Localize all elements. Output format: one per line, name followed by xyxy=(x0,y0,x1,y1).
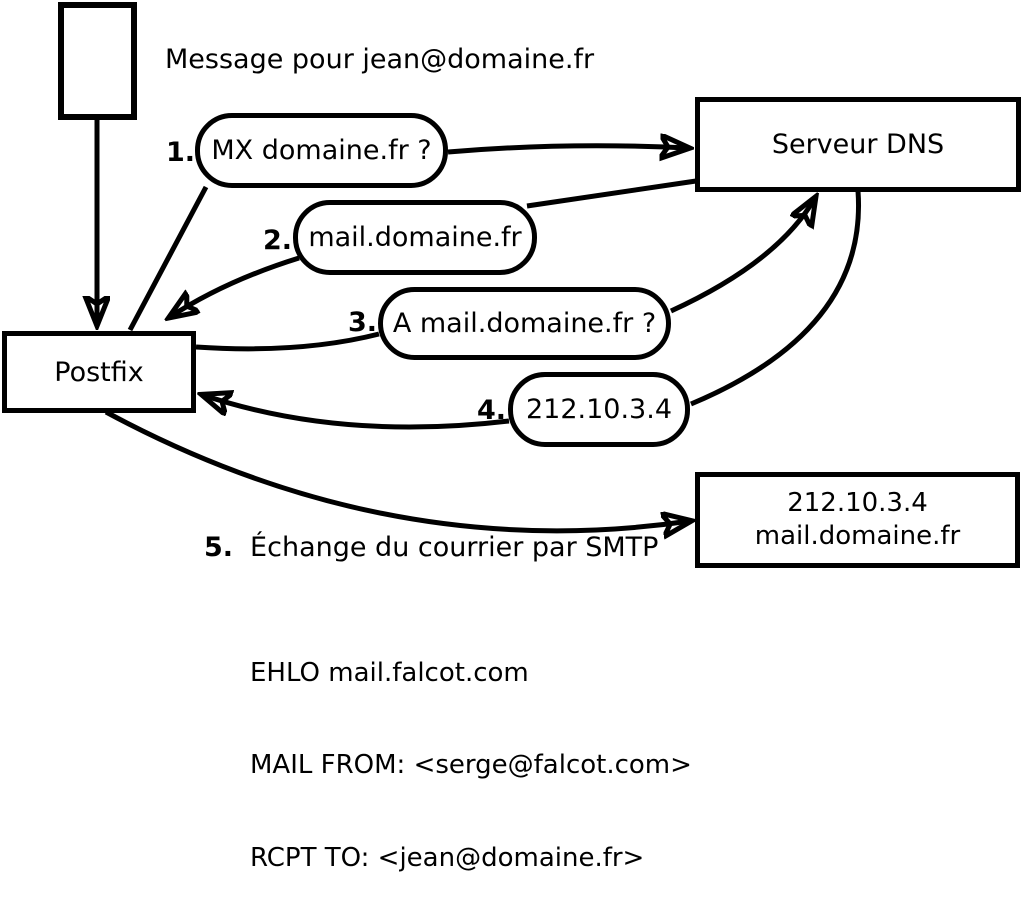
a-query-to-dns-arrow xyxy=(669,198,815,314)
step-5-number: 5. xyxy=(204,532,234,563)
mail-server-ip: 212.10.3.4 xyxy=(787,488,928,518)
step-5-label: 5. Échange du courrier par SMTP xyxy=(204,532,658,563)
mail-server-hostname: mail.domaine.fr xyxy=(754,521,961,551)
pill-answer-mx: mail.domaine.fr xyxy=(293,200,537,275)
smtp-session-block: EHLO mail.falcot.com MAIL FROM: <serge@f… xyxy=(250,597,692,919)
mx-answer-to-postfix-arrow xyxy=(170,255,300,317)
postfix-to-mailserver-arrow xyxy=(104,409,690,531)
smtp-line: EHLO mail.falcot.com xyxy=(250,658,529,688)
pill-answer-mx-label: mail.domaine.fr xyxy=(308,222,522,253)
step-3-number: 3. xyxy=(347,307,377,338)
mail-server-box: 212.10.3.4 mail.domaine.fr xyxy=(695,472,1020,568)
client-computer-box xyxy=(58,2,137,120)
postfix-to-a-query-line xyxy=(195,331,380,352)
a-answer-to-postfix-arrow xyxy=(203,395,510,430)
pill-query-a: A mail.domaine.fr ? xyxy=(378,287,671,360)
dns-to-mx-answer-line xyxy=(526,178,697,209)
pill-answer-a: 212.10.3.4 xyxy=(508,372,690,447)
pill-query-mx: MX domaine.fr ? xyxy=(195,113,448,188)
step-2-number: 2. xyxy=(262,225,292,256)
smtp-line: MAIL FROM: <serge@falcot.com> xyxy=(250,750,692,781)
dns-server-label: Serveur DNS xyxy=(771,129,945,160)
postfix-box: Postfix xyxy=(2,331,196,413)
postfix-label: Postfix xyxy=(54,356,144,388)
postfix-to-mx-query-line xyxy=(127,185,209,332)
message-label: Message pour jean@domaine.fr xyxy=(165,44,595,75)
pill-query-mx-label: MX domaine.fr ? xyxy=(211,135,432,166)
step-4-number: 4. xyxy=(476,395,506,426)
dns-server-box: Serveur DNS xyxy=(695,97,1021,192)
step-1-number: 1. xyxy=(165,137,195,168)
pill-query-a-label: A mail.domaine.fr ? xyxy=(392,308,657,339)
mx-query-to-dns-arrow xyxy=(447,146,688,152)
smtp-line: RCPT TO: <jean@domaine.fr> xyxy=(250,842,645,873)
pill-answer-a-label: 212.10.3.4 xyxy=(526,394,672,425)
dns-to-a-answer-line xyxy=(690,190,862,407)
step-5-text: Échange du courrier par SMTP xyxy=(250,532,659,563)
